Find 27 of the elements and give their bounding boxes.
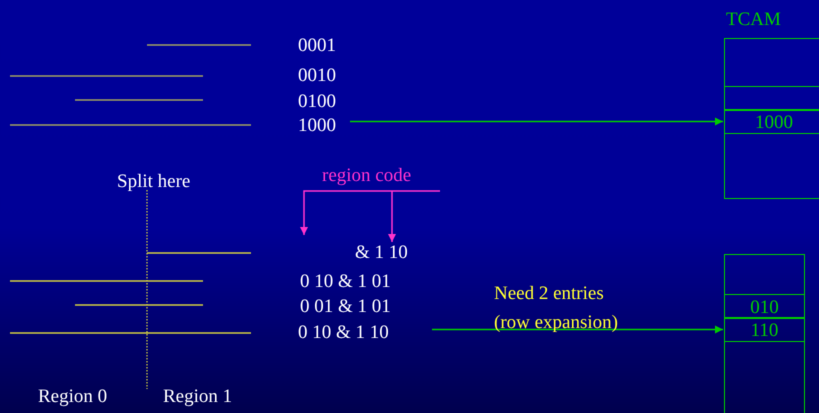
- table-row: 1000: [724, 109, 819, 134]
- arrow: [300, 190, 440, 235]
- table-row: 110: [724, 317, 805, 342]
- arrow: [350, 118, 723, 126]
- edge-label: Need 2 entries (row expansion): [494, 282, 619, 335]
- table-row: [724, 254, 805, 295]
- arrow: [432, 326, 723, 334]
- code-text: 0001: [298, 36, 336, 55]
- region-label: Region 1: [163, 387, 232, 406]
- code-text: 0 10 & 1 01: [300, 272, 391, 291]
- table-row: [724, 340, 805, 413]
- annotation-text: Split here: [117, 172, 190, 191]
- table-row: 010: [724, 294, 805, 318]
- code-text: 1000: [298, 114, 348, 138]
- code-text: 0 10 & 1 10: [298, 321, 430, 345]
- table-row: [724, 86, 819, 110]
- annotation-text: region code: [322, 160, 440, 191]
- table-row: [724, 38, 819, 87]
- memory-table: [724, 254, 805, 413]
- code-text: 0 01 & 1 01: [300, 297, 391, 316]
- code-text: 0100: [298, 92, 336, 111]
- code-text: 0010: [298, 66, 336, 85]
- table-row: [724, 132, 819, 198]
- table-heading: TCAM: [726, 9, 781, 30]
- code-text: & 1 10: [355, 243, 430, 263]
- arrow: [388, 191, 396, 242]
- region-label: Region 0: [38, 387, 108, 406]
